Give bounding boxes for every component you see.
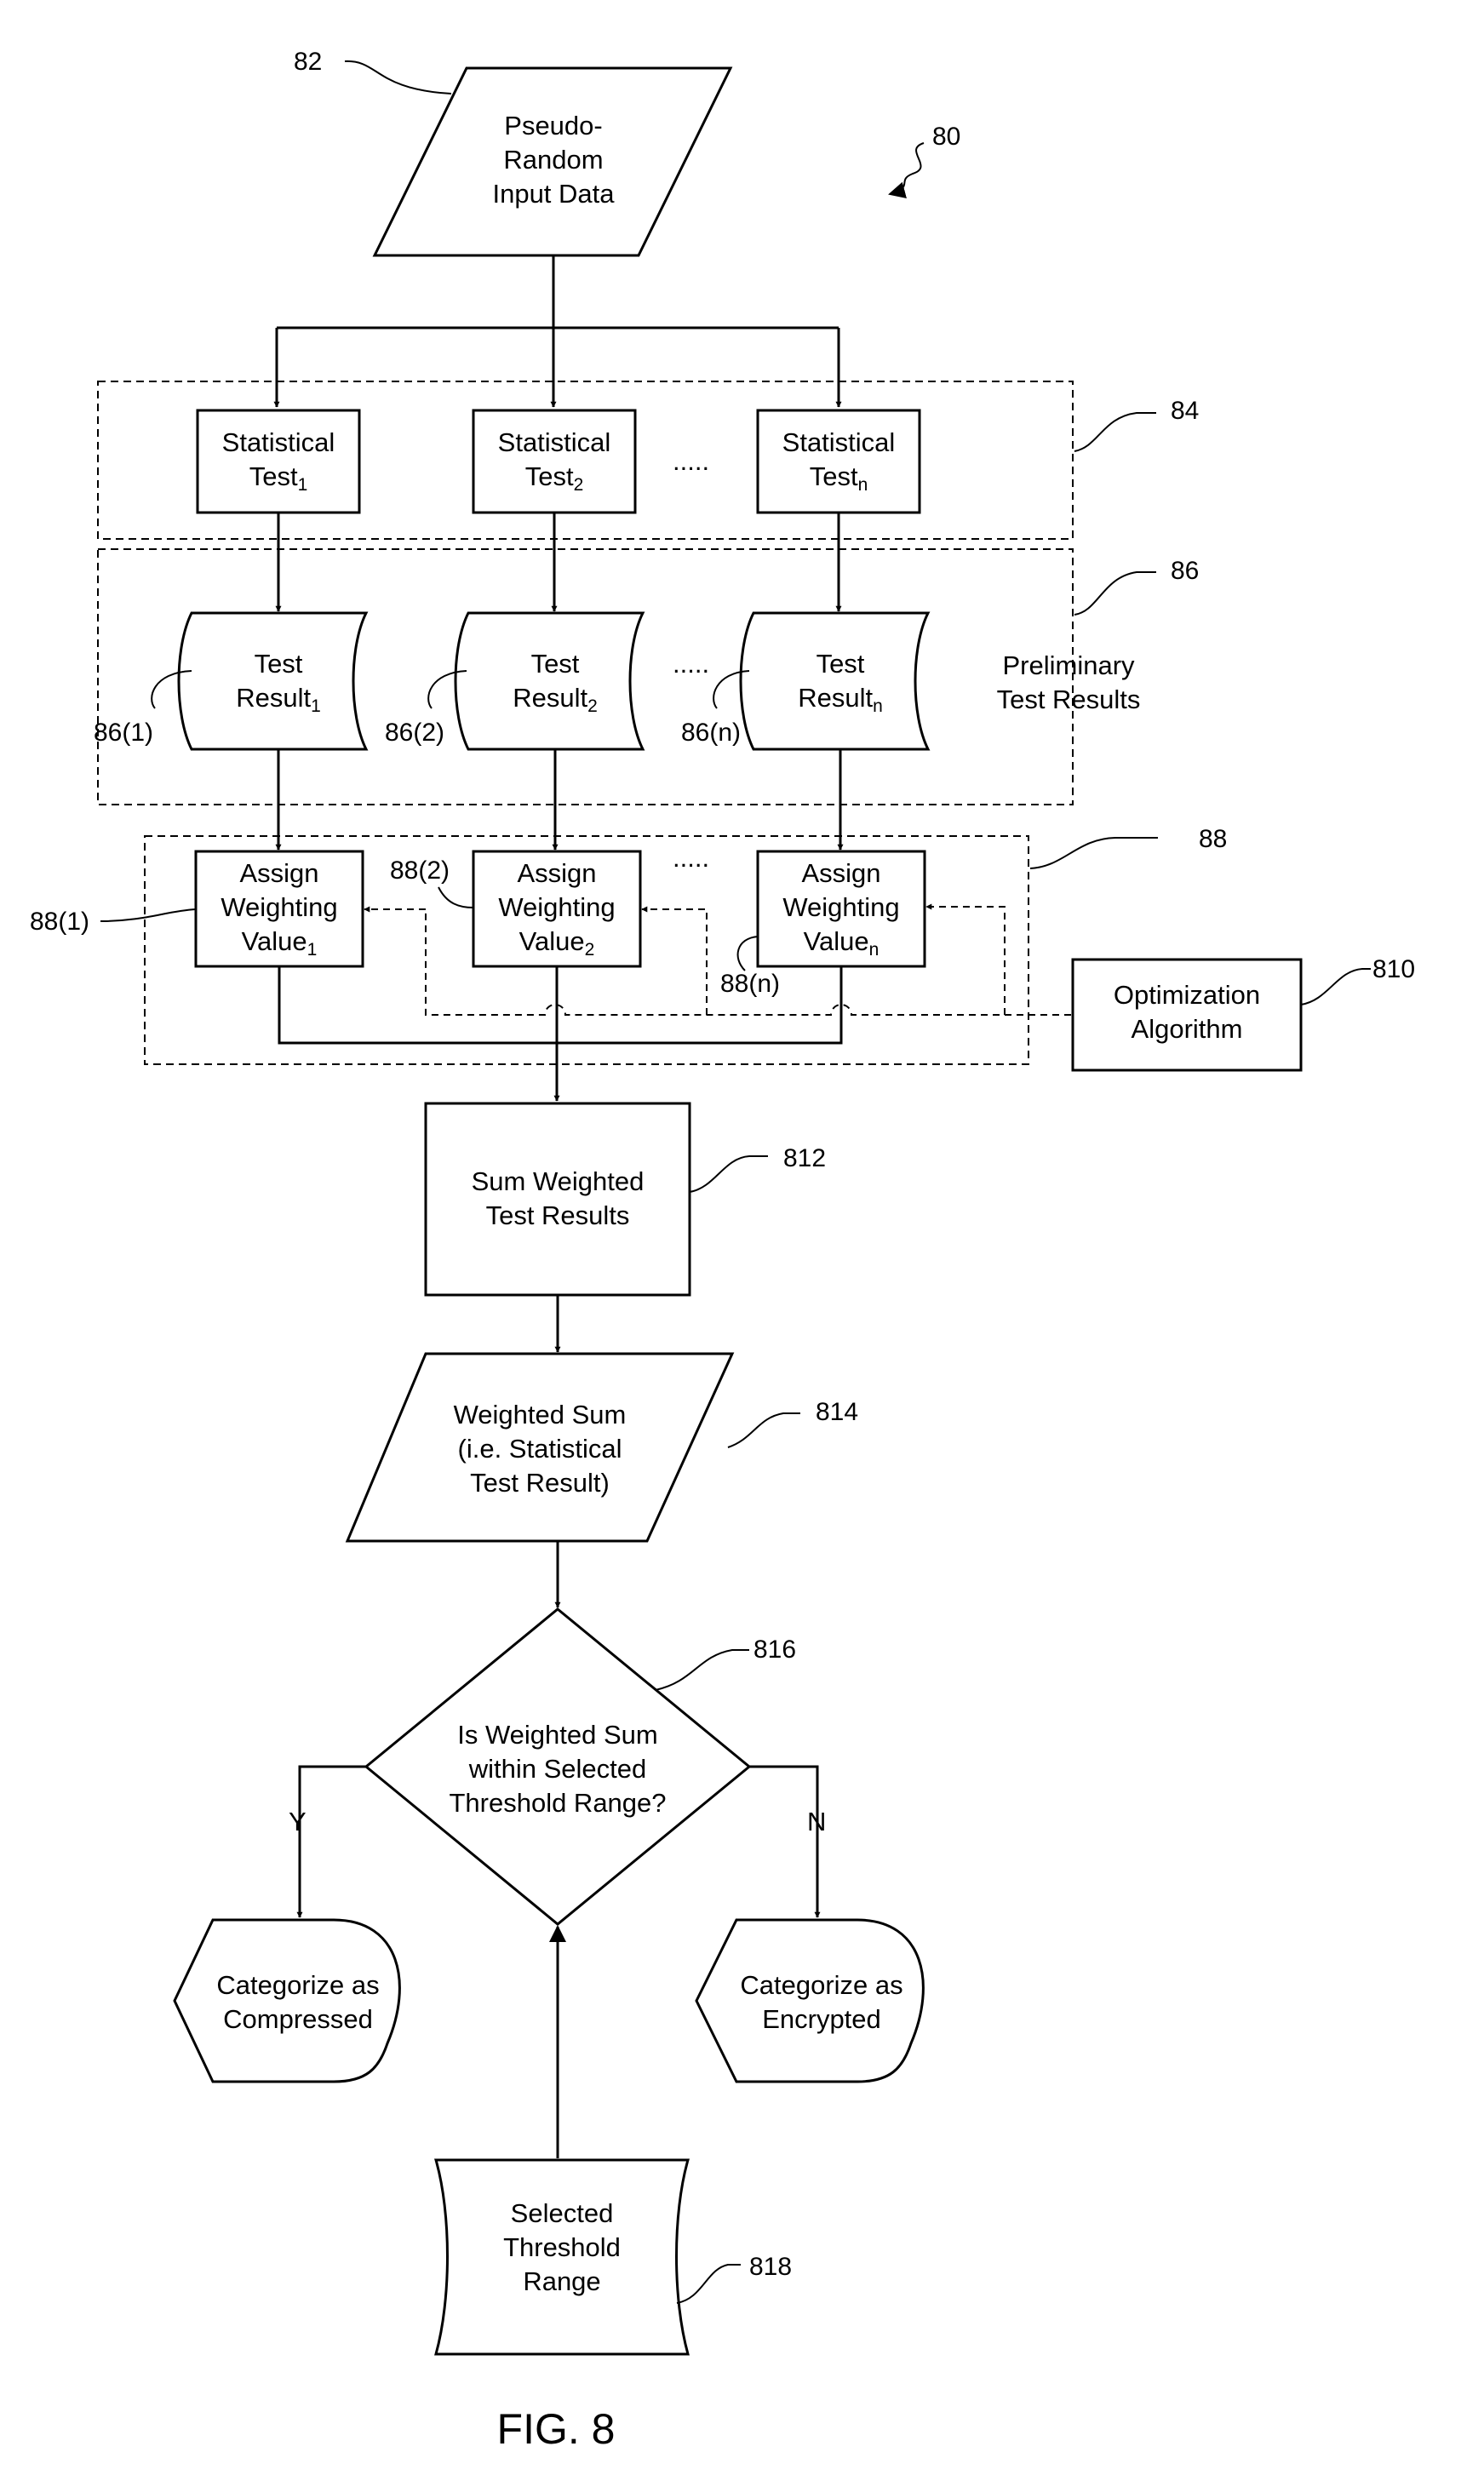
statistical-test-2: Statistical Test2 bbox=[473, 410, 635, 513]
ref-812: 812 bbox=[690, 1144, 826, 1192]
optimization-line-1: Optimization bbox=[1114, 980, 1260, 1010]
decision-line-2: within Selected bbox=[468, 1754, 647, 1784]
preliminary-label-line-2: Test Results bbox=[997, 685, 1141, 714]
decision-line-1: Is Weighted Sum bbox=[457, 1720, 657, 1750]
weighted-sum-line-1: Weighted Sum bbox=[454, 1400, 627, 1429]
test-result-2-label: Test bbox=[531, 649, 580, 679]
input-data-node: Pseudo- Random Input Data bbox=[375, 68, 731, 255]
test-result-1-label: Test bbox=[255, 649, 303, 679]
test-result-2-name: Result2 bbox=[513, 683, 598, 716]
ref-86-n-label: 86(n) bbox=[681, 719, 741, 747]
ref-86-1-label: 86(1) bbox=[94, 719, 153, 747]
no-branch bbox=[749, 1767, 817, 1917]
compressed-line-1: Categorize as bbox=[216, 1970, 379, 2000]
compressed-node: Categorize as Compressed bbox=[175, 1920, 399, 2082]
statistical-test-2-label: Statistical bbox=[498, 427, 611, 457]
ref-80: 80 bbox=[890, 123, 960, 194]
ref-818-label: 818 bbox=[749, 2253, 792, 2281]
input-data-line-2: Random bbox=[503, 145, 603, 175]
ref-88-n-label: 88(n) bbox=[720, 970, 780, 998]
test-result-n-label: Test bbox=[816, 649, 865, 679]
ref-818: 818 bbox=[677, 2253, 792, 2303]
no-label: N bbox=[807, 1807, 826, 1836]
dashed-to-weighting-2 bbox=[642, 909, 707, 1015]
test-result-2: Test Result2 bbox=[456, 613, 643, 749]
ellipsis-weighting: ..... bbox=[673, 843, 709, 873]
weighted-sum-line-2: (i.e. Statistical bbox=[458, 1434, 622, 1464]
decision-node: Is Weighted Sum within Selected Threshol… bbox=[366, 1609, 749, 1924]
optimization-algorithm-node: Optimization Algorithm bbox=[1073, 960, 1301, 1070]
preliminary-label-line-1: Preliminary bbox=[1002, 650, 1135, 680]
weighting-2-line-1: Assign bbox=[517, 858, 596, 888]
weighting-n-line-2: Weighting bbox=[782, 892, 899, 922]
dashed-to-weighting-n bbox=[926, 907, 1005, 1015]
ref-88-2-label: 88(2) bbox=[390, 857, 450, 885]
threshold-range-node: Selected Threshold Range bbox=[436, 2160, 688, 2354]
ref-810-label: 810 bbox=[1372, 955, 1415, 983]
threshold-line-1: Selected bbox=[511, 2198, 614, 2228]
ref-86-n: 86(n) bbox=[681, 671, 749, 747]
weighting-2-line-2: Weighting bbox=[498, 892, 615, 922]
ref-88: 88 bbox=[1030, 825, 1227, 868]
ref-86-2-label: 86(2) bbox=[385, 719, 444, 747]
ref-812-label: 812 bbox=[783, 1144, 826, 1172]
weighted-sum-line-3: Test Result) bbox=[470, 1468, 610, 1498]
figure-caption: FIG. 8 bbox=[497, 2405, 616, 2453]
ref-816-label: 816 bbox=[753, 1636, 796, 1664]
statistical-test-1: Statistical Test1 bbox=[198, 410, 359, 513]
ellipsis-stat-tests: ..... bbox=[673, 446, 709, 476]
yes-branch bbox=[300, 1767, 366, 1917]
weighting-value-n: Assign Weighting Valuen bbox=[758, 851, 925, 966]
weighting-1-line-3: Value1 bbox=[242, 926, 318, 960]
ref-86-label: 86 bbox=[1171, 557, 1199, 585]
statistical-test-1-label: Statistical bbox=[222, 427, 335, 457]
ref-816: 816 bbox=[656, 1636, 796, 1690]
ref-80-label: 80 bbox=[932, 123, 960, 151]
encrypted-node: Categorize as Encrypted bbox=[696, 1920, 923, 2082]
yes-label: Y bbox=[289, 1807, 307, 1836]
test-result-n-name: Resultn bbox=[798, 683, 883, 716]
ref-88-label: 88 bbox=[1199, 825, 1227, 853]
statistical-test-n: Statistical Testn bbox=[758, 410, 920, 513]
sum-line-1: Sum Weighted bbox=[472, 1166, 645, 1196]
statistical-test-n-label: Statistical bbox=[782, 427, 896, 457]
weighting-2-line-3: Value2 bbox=[519, 926, 595, 960]
input-data-line-3: Input Data bbox=[492, 179, 615, 209]
weighting-1-line-2: Weighting bbox=[221, 892, 337, 922]
ref-84: 84 bbox=[1074, 397, 1199, 451]
encrypted-line-2: Encrypted bbox=[762, 2004, 881, 2034]
optimization-line-2: Algorithm bbox=[1132, 1014, 1243, 1044]
ref-88-1-label: 88(1) bbox=[30, 908, 89, 936]
threshold-line-2: Threshold bbox=[503, 2232, 621, 2262]
ref-84-label: 84 bbox=[1171, 397, 1199, 425]
ref-814-label: 814 bbox=[816, 1398, 858, 1426]
ref-86: 86 bbox=[1074, 557, 1199, 615]
ellipsis-test-results: ..... bbox=[673, 649, 709, 679]
ref-814: 814 bbox=[728, 1398, 858, 1447]
compressed-line-2: Compressed bbox=[223, 2004, 373, 2034]
decision-line-3: Threshold Range? bbox=[449, 1788, 666, 1818]
ref-86-1: 86(1) bbox=[94, 671, 192, 747]
weighting-n-line-3: Valuen bbox=[804, 926, 880, 960]
weighting-value-2: Assign Weighting Value2 bbox=[473, 851, 640, 966]
weighting-n-line-1: Assign bbox=[801, 858, 880, 888]
sum-line-2: Test Results bbox=[486, 1200, 630, 1230]
input-data-line-1: Pseudo- bbox=[504, 111, 602, 140]
ref-88-2: 88(2) bbox=[390, 857, 473, 908]
weighting-1-line-1: Assign bbox=[239, 858, 318, 888]
ref-82: 82 bbox=[294, 48, 451, 94]
ref-82-label: 82 bbox=[294, 48, 322, 76]
ref-88-1: 88(1) bbox=[30, 908, 196, 936]
test-result-1: Test Result1 bbox=[179, 613, 366, 749]
weighting-value-1: Assign Weighting Value1 bbox=[196, 851, 363, 966]
weighted-sum-node: Weighted Sum (i.e. Statistical Test Resu… bbox=[347, 1354, 732, 1541]
encrypted-line-1: Categorize as bbox=[740, 1970, 902, 2000]
ref-810: 810 bbox=[1301, 955, 1415, 1005]
threshold-line-3: Range bbox=[523, 2266, 600, 2296]
sum-weighted-node: Sum Weighted Test Results bbox=[426, 1103, 690, 1295]
test-result-1-name: Result1 bbox=[236, 683, 321, 716]
test-result-n: Test Resultn bbox=[741, 613, 928, 749]
